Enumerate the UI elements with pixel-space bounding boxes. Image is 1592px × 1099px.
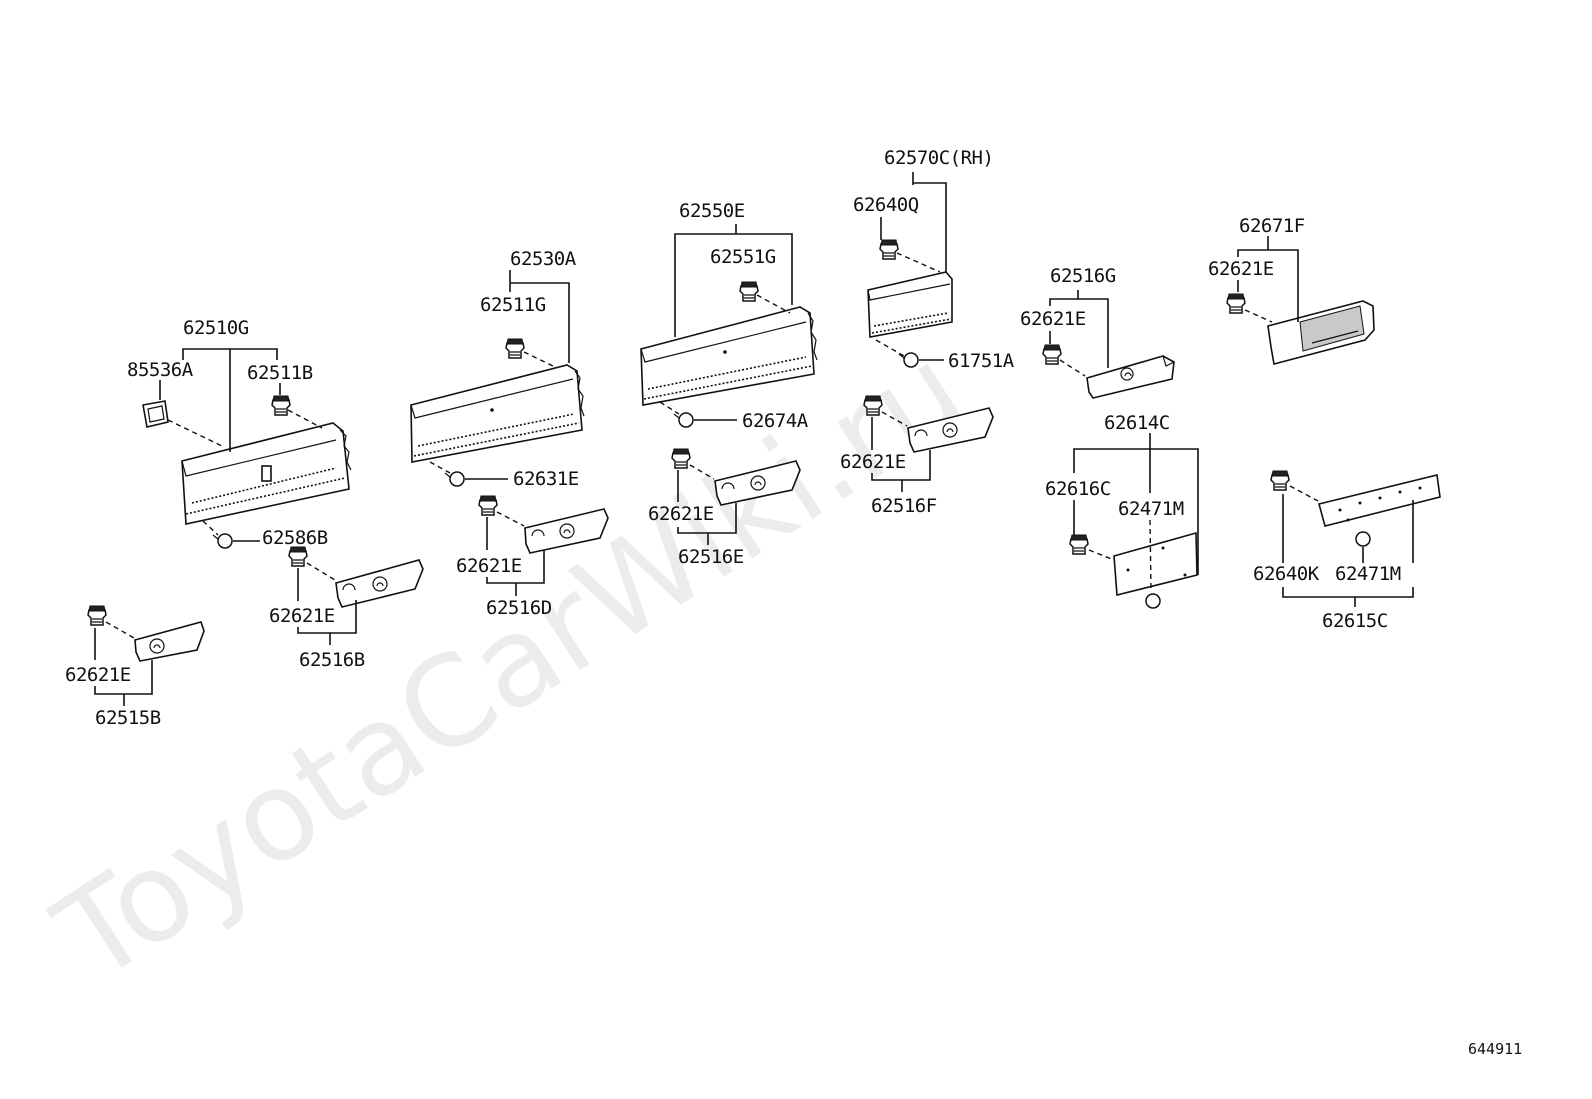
- plate-62614c: [1113, 531, 1198, 597]
- bracket-62516e: [714, 460, 801, 506]
- clip-62640k-icon: [1270, 470, 1290, 491]
- clip-62616c-icon: [1069, 534, 1089, 555]
- clip-62511g-icon: [505, 338, 525, 359]
- panel-62550e: [640, 306, 818, 406]
- knob-62631e-icon: [444, 471, 465, 487]
- label-62516b: 62516B: [299, 649, 365, 671]
- label-62621e-d: 62621E: [456, 555, 522, 577]
- label-62511b: 62511B: [247, 362, 313, 384]
- label-62530a: 62530A: [510, 248, 577, 270]
- knob-62674a-icon: [673, 412, 694, 428]
- clip-62621e-e-icon: [671, 448, 691, 469]
- label-62515b: 62515B: [95, 707, 161, 729]
- label-62621e-a: 62621E: [65, 664, 131, 686]
- label-62516f: 62516F: [871, 495, 937, 517]
- label-62621e-fl: 62621E: [840, 451, 906, 473]
- label-62586b: 62586B: [262, 527, 328, 549]
- clip-62621e-f-icon: [1226, 293, 1246, 314]
- knob-62586b-icon: [212, 533, 233, 549]
- label-62621e-g: 62621E: [1020, 308, 1086, 330]
- label-62516d: 62516D: [486, 597, 552, 619]
- label-85536a: 85536A: [127, 359, 194, 381]
- label-62615c: 62615C: [1322, 610, 1388, 632]
- label-62631e: 62631E: [513, 468, 579, 490]
- label-62510g: 62510G: [183, 317, 249, 339]
- label-62570c-rh: 62570C(RH): [884, 147, 993, 169]
- clip-62551g-icon: [739, 281, 759, 302]
- label-62621e-f: 62621E: [1208, 258, 1274, 280]
- label-62640q: 62640Q: [853, 194, 919, 216]
- panel-62530a: [410, 364, 585, 463]
- label-62511g: 62511G: [480, 294, 546, 316]
- label-62616c: 62616C: [1045, 478, 1111, 500]
- label-62674a: 62674A: [742, 410, 809, 432]
- bracket-62615c: [1318, 474, 1441, 527]
- trim-62671f: [1267, 300, 1375, 365]
- clip-62640q-icon: [879, 239, 899, 260]
- label-62471m-b: 62471M: [1335, 563, 1401, 585]
- clip-62621e-d-icon: [478, 495, 498, 516]
- label-61751a: 61751A: [948, 350, 1015, 372]
- square-clip-85536a: [142, 400, 169, 428]
- clip-62511b-icon: [271, 395, 291, 416]
- bracket-62516f: [907, 407, 994, 453]
- label-62516e: 62516E: [678, 546, 744, 568]
- clip-62621e-fl-icon: [863, 395, 883, 416]
- panel-62570c: [867, 271, 953, 338]
- panel-tag-icon: [261, 465, 272, 482]
- label-62551g: 62551G: [710, 246, 776, 268]
- clip-62621e-g-icon: [1042, 344, 1062, 365]
- label-62671f: 62671F: [1239, 215, 1305, 237]
- bracket-62516b: [335, 559, 424, 608]
- bracket-62516g: [1086, 355, 1175, 399]
- knob-62471m-a-icon: [1145, 593, 1161, 609]
- label-62550e: 62550E: [679, 200, 745, 222]
- label-62640k: 62640K: [1253, 563, 1320, 585]
- label-62621e-e: 62621E: [648, 503, 714, 525]
- clip-62621e-a-icon: [87, 605, 107, 626]
- label-62614c: 62614C: [1104, 412, 1170, 434]
- label-62471m-a: 62471M: [1118, 498, 1184, 520]
- label-62621e-b: 62621E: [269, 605, 335, 627]
- knob-62471m-b-icon: [1355, 531, 1371, 547]
- bracket-62516d: [524, 508, 609, 554]
- label-62516g: 62516G: [1050, 265, 1116, 287]
- figure-id: 644911: [1468, 1040, 1522, 1058]
- panel-62510g: [181, 422, 352, 525]
- clip-62621e-b-icon: [288, 546, 308, 567]
- bracket-62515b: [134, 621, 205, 662]
